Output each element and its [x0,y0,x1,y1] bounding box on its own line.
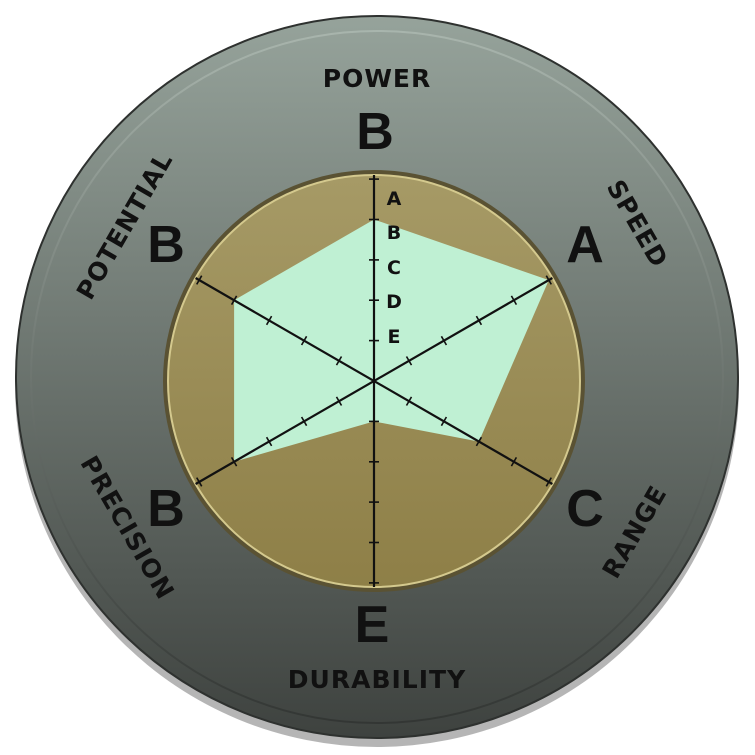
axis-tick-range-2 [440,416,448,427]
scale-label-a: A [387,188,402,210]
axis-tick-speed-2 [440,335,448,346]
stat-label-durability: DURABILITY [288,665,466,694]
axis-tick-speed-3 [475,315,483,326]
axis-tick-range-4 [510,457,518,467]
scale-label-e: E [388,326,401,348]
ticks-group [196,178,552,584]
axis-tick-range-5 [545,477,552,487]
axis-tick-potential-4 [230,295,238,305]
axis-tick-precision-5 [196,477,203,487]
grade-durability: E [355,596,390,654]
scale-labels: A B C D E [386,188,402,348]
grade-range: C [566,480,604,538]
axis-tick-speed-5 [545,275,552,285]
scale-label-b: B [387,222,401,244]
grade-speed: A [566,216,604,274]
axis-tick-range-3 [475,436,483,447]
axis-tick-potential-1 [335,356,343,366]
axis-tick-speed-4 [510,295,518,305]
axis-tick-precision-1 [335,396,343,406]
axis-tick-precision-3 [265,436,273,447]
axis-tick-potential-5 [196,275,203,285]
outer-ring-highlight [30,30,724,724]
axis-tick-precision-4 [230,457,238,467]
grade-labels: B A C E B B [147,103,604,654]
axis-tick-precision-2 [300,416,308,427]
stat-label-power: POWER [323,64,431,93]
grade-potential: B [147,216,185,274]
scale-label-c: C [387,257,401,279]
stat-polygon [234,219,549,462]
axis-line-range-potential [195,277,553,485]
axis-tick-range-1 [405,396,413,406]
grade-precision: B [147,480,185,538]
axis-tick-potential-3 [265,315,273,326]
axes-group [195,175,553,587]
grade-power: B [356,103,394,161]
scale-label-d: D [386,291,402,313]
axis-tick-speed-1 [405,356,413,366]
axis-tick-potential-2 [300,335,308,346]
